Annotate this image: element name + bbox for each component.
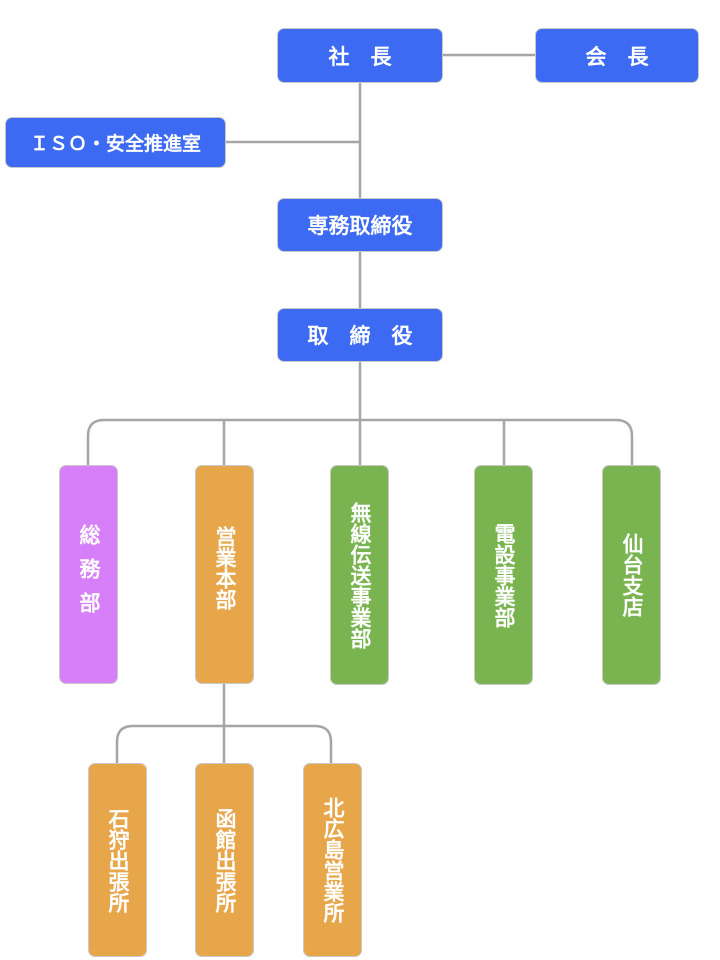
senior-director-label: 専務取締役	[307, 214, 413, 238]
hakodate-label: 函館出張所	[213, 807, 237, 913]
senior-director-box: 専務取締役	[277, 198, 443, 252]
sendai-box: 仙台支店	[602, 465, 661, 685]
iso-office-label: ＩＳＯ・安全推進室	[29, 133, 201, 155]
ishikari-label: 石狩出張所	[106, 807, 130, 913]
general-affairs-box: 総務部	[59, 465, 118, 684]
connector-office-bus	[115, 724, 333, 763]
wireless-box: 無線伝送事業部	[330, 465, 389, 685]
sendai-label: 仙台支店	[620, 533, 644, 617]
president-box: 社 長	[277, 28, 443, 83]
electric-box: 電設事業部	[474, 465, 533, 685]
kitahiroshima-label: 北広島営業所	[321, 797, 345, 923]
general-affairs-label: 総務部	[77, 523, 101, 626]
chairman-box: 会 長	[535, 28, 699, 83]
ishikari-box: 石狩出張所	[88, 763, 147, 957]
sales-hq-box: 営業本部	[195, 465, 254, 684]
hakodate-box: 函館出張所	[195, 763, 254, 957]
president-label: 社 長	[328, 44, 392, 69]
director-label: 取 締 役	[307, 324, 413, 348]
electric-label: 電設事業部	[492, 522, 516, 628]
iso-office-box: ＩＳＯ・安全推進室	[5, 117, 226, 168]
chairman-label: 会 長	[585, 44, 649, 69]
director-box: 取 締 役	[277, 308, 443, 362]
kitahiroshima-box: 北広島営業所	[303, 763, 362, 957]
wireless-label: 無線伝送事業部	[348, 501, 372, 649]
sales-hq-label: 営業本部	[213, 526, 237, 610]
